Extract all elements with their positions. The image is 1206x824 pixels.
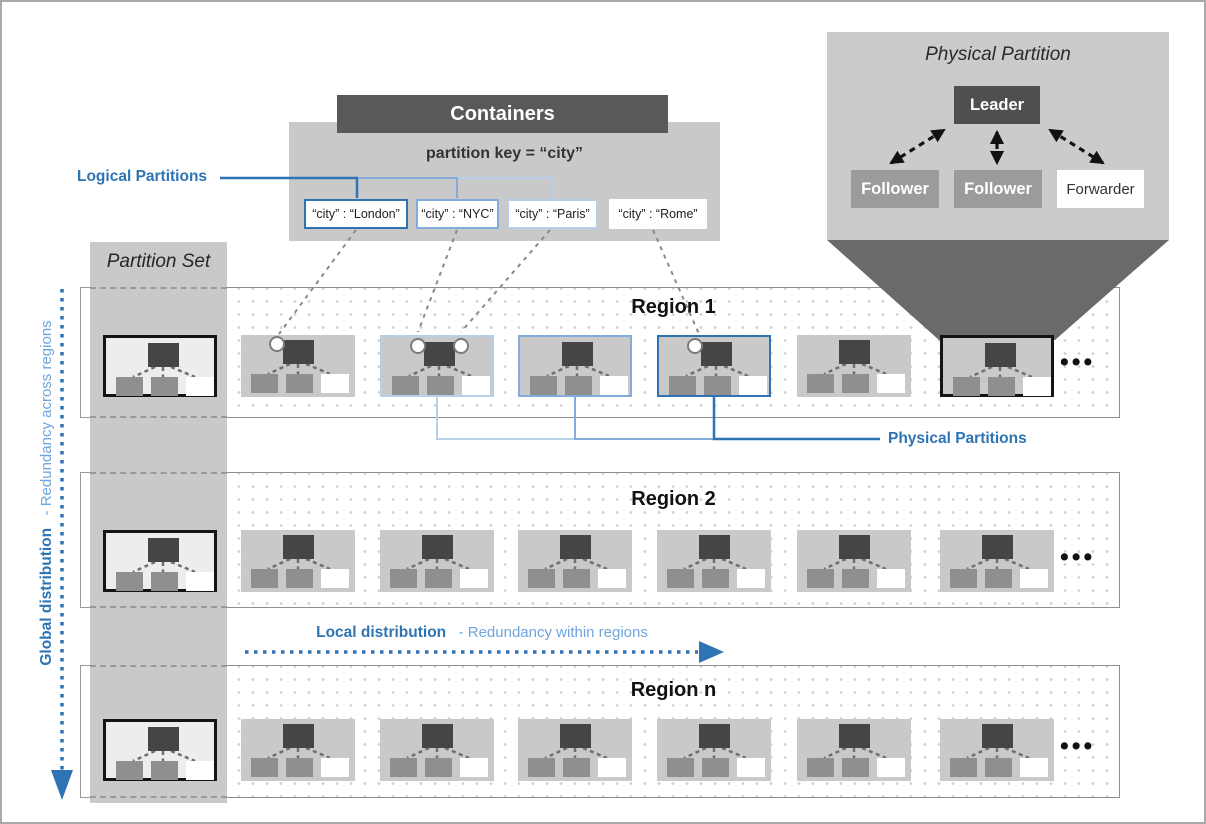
local-distribution-label: Local distribution - Redundancy within r…: [242, 624, 722, 642]
region-1-bracket: [80, 287, 91, 418]
local-distribution-rest: - Redundancy within regions: [458, 624, 648, 641]
logical-partition-nyc: “city” : “NYC”: [416, 199, 499, 229]
follower-box-2: Follower: [954, 170, 1042, 208]
forwarder-box: Forwarder: [1057, 170, 1144, 208]
logical-partition-rome: “city” : “Rome”: [609, 199, 707, 229]
region-2-bracket: [80, 472, 91, 608]
region-1-ellipsis: •••: [1060, 348, 1096, 376]
region-n-bracket: [80, 665, 91, 798]
region-band-n-overlap: [90, 665, 227, 798]
region-1-title: Region 1: [631, 296, 716, 318]
global-distribution-rest: - Redundancy across regions: [38, 320, 55, 516]
region-2-title: Region 2: [631, 488, 716, 510]
global-distribution-label: Global distribution - Redundancy across …: [38, 263, 60, 723]
local-distribution-arrowhead: [699, 641, 724, 663]
physical-partitions-label: Physical Partitions: [888, 430, 1027, 447]
leader-box: Leader: [954, 86, 1040, 124]
region-2-ellipsis: •••: [1060, 543, 1096, 571]
region-band-2-overlap: [90, 472, 227, 608]
partition-key-text: partition key = “city”: [426, 145, 583, 162]
logical-partitions-label: Logical Partitions: [77, 168, 208, 185]
global-distribution-arrowhead: [51, 770, 73, 800]
logical-partition-paris: “city” : “Paris”: [507, 199, 598, 229]
physical-partition-title: Physical Partition: [925, 44, 1071, 65]
region-n-ellipsis: •••: [1060, 732, 1096, 760]
local-distribution-bold: Local distribution: [316, 624, 447, 641]
region-band-1-overlap: [90, 287, 227, 418]
global-distribution-bold: Global distribution: [38, 527, 55, 666]
follower-box-1: Follower: [851, 170, 939, 208]
partition-set-title: Partition Set: [106, 251, 211, 272]
region-n-title: Region n: [630, 679, 717, 701]
logical-partition-london: “city” : “London”: [304, 199, 408, 229]
containers-header: Containers: [337, 95, 668, 133]
